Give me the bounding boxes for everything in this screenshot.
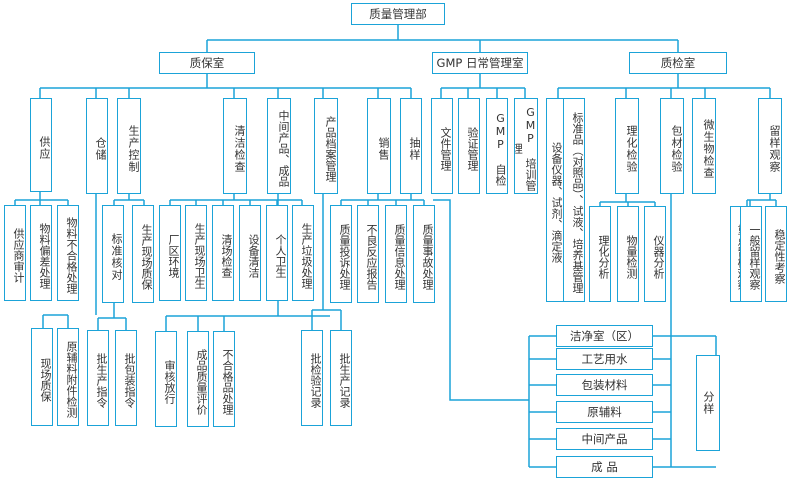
section-supply: 供应: [30, 98, 52, 192]
section-sampling: 抽样: [400, 98, 422, 194]
plant-environment: 厂区环境: [159, 205, 181, 301]
section-equipment: 设备仪器、试剂、滴定液: [546, 98, 564, 302]
section-production-control: 生产控制: [117, 98, 141, 194]
dept-qc: 质检室: [629, 52, 727, 74]
quality-info: 质量信息处理: [385, 205, 407, 303]
sampling-intermediate: 中间产品: [556, 428, 653, 450]
batch-production-instruction: 批生产指令: [87, 330, 109, 426]
section-standards: 标准品（对照品）、试液、培养基管理: [563, 98, 585, 302]
batch-inspection-record: 批检验记录: [301, 330, 323, 426]
dept-gmp: GMP 日常管理室: [432, 52, 528, 74]
connector-production: [97, 194, 145, 330]
section-physchem: 理化检验: [615, 98, 639, 194]
material-deviation: 物料偏差处理: [30, 205, 52, 301]
complaint-handling: 质量投诉处理: [330, 205, 352, 303]
quality-evaluation: 成品质量评价: [187, 331, 209, 427]
instrument-analysis: 仪器分析: [644, 206, 666, 302]
nonconforming-product: 不合格品处理: [213, 331, 235, 427]
section-gmp-self-inspection: GMP 自检: [486, 98, 508, 194]
excipient-inspection: 原辅料附件检测: [57, 328, 79, 426]
section-gmp-training: GMP 培训管理: [514, 98, 538, 194]
production-onsite-quality: 生产现场质保: [132, 205, 154, 303]
supplier-audit: 供应商审计: [4, 205, 26, 301]
connector-warehouse: [42, 194, 97, 328]
general-retained: 一般留样观察: [740, 206, 762, 302]
nonconforming-material: 物料不合格处理: [57, 205, 79, 301]
section-sales: 销售: [367, 98, 391, 194]
warehouse-onsite-quality: 现场质保: [31, 328, 53, 426]
section-retained-sample: 留样观察: [758, 98, 782, 194]
section-product-archive: 产品档案管理: [314, 98, 338, 194]
connector-supply: [14, 192, 69, 205]
sampling-finished: 成 品: [556, 456, 653, 478]
section-warehouse: 仓储: [86, 98, 108, 194]
personal-hygiene: 个人卫生: [266, 205, 288, 301]
clearance-check: 清场检查: [212, 205, 234, 301]
sampling-packaging-material: 包装材料: [556, 374, 653, 396]
incident-handling: 质量事故处理: [413, 205, 435, 303]
physchem-analysis: 理化分析: [589, 206, 611, 302]
site-hygiene: 生产现场卫生: [185, 205, 207, 301]
connector-retained: [746, 194, 777, 206]
connector-archive: [311, 194, 342, 330]
split-sample: 分样: [696, 355, 720, 451]
section-packaging-inspection: 包材检验: [660, 98, 684, 194]
physical-testing: 物量检测: [617, 206, 639, 302]
section-intermediate-product: 中间产品、成品: [267, 98, 291, 194]
standard-check: 标准核对: [102, 205, 124, 303]
equipment-cleaning: 设备清洁: [239, 205, 261, 301]
dept-qa: 质保室: [159, 52, 255, 74]
connector-sales: [340, 194, 425, 205]
review-release: 审核放行: [155, 331, 177, 427]
sampling-process-water: 工艺用水: [556, 348, 653, 370]
adverse-reaction: 不良反应报告: [357, 205, 379, 303]
connector-clean: [169, 194, 303, 205]
connector-gmp: [440, 74, 526, 98]
batch-production-record: 批生产记录: [330, 330, 352, 426]
stability-study: 稳定性考察: [765, 206, 787, 302]
connector-root: [206, 25, 679, 52]
batch-packaging-instruction: 批包装指令: [115, 330, 137, 426]
sampling-cleanroom: 洁净室（区）: [556, 325, 653, 347]
sampling-raw-excipients: 原辅料: [556, 401, 653, 423]
connector-physchem: [599, 194, 656, 206]
connector-qa: [39, 74, 412, 98]
waste-handling: 生产垃圾处理: [292, 205, 314, 301]
section-validation-mgmt: 验证管理: [458, 98, 480, 194]
root-box: 质量管理部: [351, 3, 445, 25]
connector-qc: [557, 74, 771, 98]
section-document-mgmt: 文件管理: [431, 98, 453, 194]
section-clean-inspection: 清洁检查: [223, 98, 247, 194]
section-microbial: 微生物检查: [692, 98, 716, 194]
connector-sampling: [410, 194, 529, 401]
